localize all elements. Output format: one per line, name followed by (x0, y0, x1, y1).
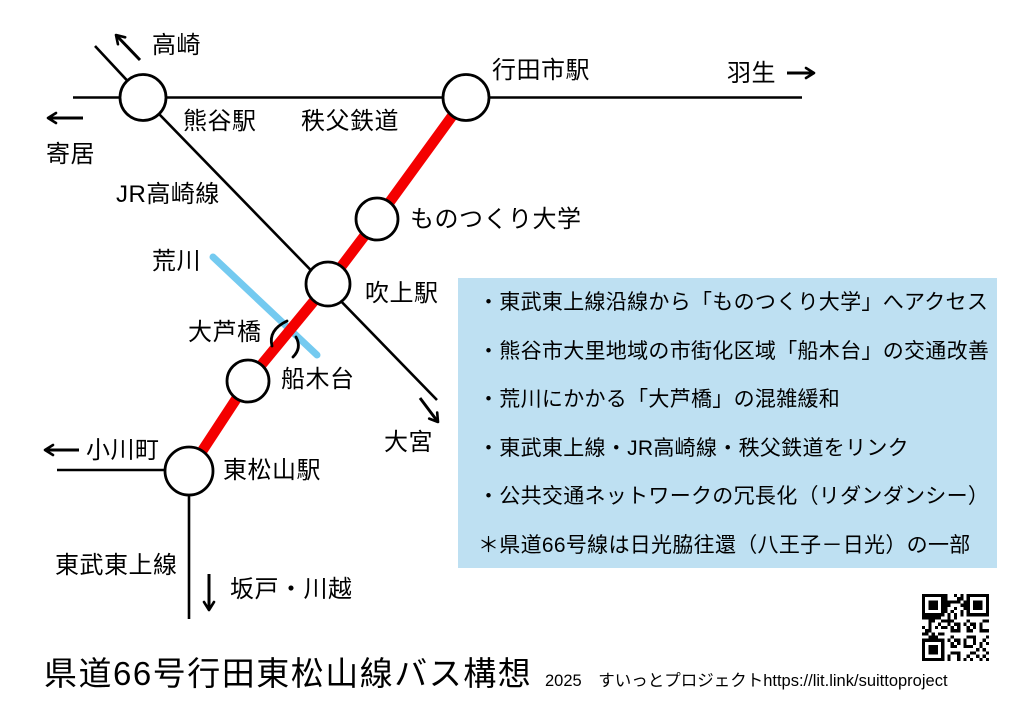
credit-text: 2025 すいっとプロジェクトhttps://lit.link/suittopr… (545, 672, 948, 690)
jr-takasaki-line (142, 96, 438, 401)
arrow-takasaki-icon (114, 33, 142, 62)
station-kumagaya (118, 73, 168, 122)
label-monotsukuri: ものつくり大学 (410, 206, 582, 233)
tobu-tojo-line (57, 468, 191, 619)
info-item: ＊県道66号線は日光脇往還（八王子－日光）の一部 (478, 533, 971, 557)
station-fukiage (304, 260, 352, 308)
label-funakidai: 船木台 (281, 366, 355, 393)
bridge-mark-left (269, 319, 289, 348)
label-oashibashi: 大芦橋 (188, 319, 262, 346)
arrow-omiya-icon (418, 397, 440, 424)
info-box: ・東武東上線沿線から「ものつくり大学」へアクセス ・熊谷市大里地域の市街化区域「… (458, 278, 997, 568)
label-takasaki: 高崎 (152, 32, 201, 59)
info-item: ・東武東上線・JR高崎線・秩父鉄道をリンク (478, 436, 909, 460)
label-jr-takasaki: JR高崎線 (116, 181, 220, 208)
station-higashimatsuyama (163, 445, 215, 497)
label-gyodashi: 行田市駅 (492, 57, 590, 84)
qr-modules (922, 594, 989, 661)
label-arakawa: 荒川 (152, 248, 201, 275)
info-item: ・公共交通ネットワークの冗長化（リダンダンシー） (478, 485, 990, 508)
station-gyodashi (441, 73, 491, 122)
label-sakado-kawagoe: 坂戸・川越 (230, 576, 353, 603)
bridge-mark-right (291, 335, 300, 359)
info-item: ・荒川にかかる「大芦橋」の混雑緩和 (478, 388, 841, 411)
page-title: 県道66号行田東松山線バス構想 (44, 655, 533, 692)
label-hanyu: 羽生 (727, 60, 776, 87)
label-tobu-tojo: 東武東上線 (55, 552, 178, 579)
label-ogawamachi: 小川町 (86, 437, 160, 464)
label-kumagaya: 熊谷駅 (183, 108, 257, 135)
label-yorii: 寄居 (46, 141, 95, 168)
info-item: ・東武東上線沿線から「ものつくり大学」へアクセス (478, 291, 989, 314)
station-funakidai (225, 358, 271, 404)
label-higashimatsuyama: 東松山駅 (223, 457, 321, 484)
qr-code (922, 594, 989, 661)
arakawa-river-line (209, 253, 321, 359)
label-chichibu-tetsudo: 秩父鉄道 (301, 108, 399, 135)
label-omiya: 大宮 (384, 429, 433, 456)
info-item: ・熊谷市大里地域の市街化区域「船木台」の交通改善 (478, 339, 990, 363)
label-fukiage: 吹上駅 (365, 280, 439, 307)
station-monotsukuri (354, 196, 400, 242)
